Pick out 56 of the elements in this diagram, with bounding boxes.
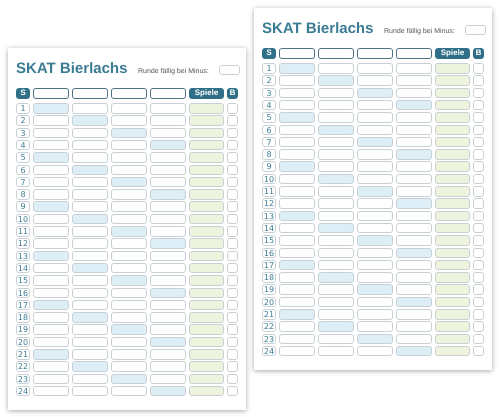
- row-number: 18: [16, 312, 30, 323]
- row-number: 22: [16, 361, 30, 372]
- row-number: 4: [262, 100, 276, 110]
- row-number: 12: [262, 198, 276, 209]
- sheet-title: SKAT Bierlachs: [262, 20, 374, 38]
- row-number: 12: [16, 238, 30, 249]
- row-number: 21: [262, 309, 276, 320]
- column-header: S: [262, 48, 276, 59]
- row-number: 16: [262, 248, 276, 258]
- column-header: B: [227, 88, 238, 99]
- row-number: 7: [262, 136, 276, 148]
- column-header: S: [16, 88, 30, 99]
- row-number: 6: [16, 164, 30, 175]
- row-number: 16: [16, 288, 30, 298]
- row-number: 9: [262, 161, 276, 172]
- row-number: 5: [16, 152, 30, 163]
- row-number: 8: [262, 149, 276, 160]
- row-number: 4: [16, 140, 30, 150]
- row-number: 11: [16, 226, 30, 236]
- row-number: 13: [16, 250, 30, 262]
- column-header: Spiele: [189, 88, 224, 99]
- row-number: 9: [16, 201, 30, 212]
- row-number: 20: [16, 336, 30, 348]
- row-number: 17: [16, 300, 30, 310]
- row-number: 20: [262, 296, 276, 308]
- row-number: 7: [16, 176, 30, 188]
- row-number: 13: [262, 210, 276, 222]
- row-number: 8: [16, 189, 30, 200]
- row-number: 6: [262, 124, 276, 135]
- row-number: 19: [16, 324, 30, 335]
- row-number: 23: [16, 374, 30, 384]
- row-number: 5: [262, 112, 276, 123]
- row-number: 15: [16, 275, 30, 286]
- row-number: 24: [262, 346, 276, 356]
- row-number: 11: [262, 186, 276, 196]
- row-number: 17: [262, 260, 276, 270]
- row-number: 10: [262, 174, 276, 184]
- row-number: 15: [262, 235, 276, 246]
- row-number: 2: [16, 115, 30, 126]
- row-number: 3: [16, 128, 30, 138]
- row-number: 24: [16, 386, 30, 396]
- row-number: 14: [262, 222, 276, 234]
- row-number: 23: [262, 334, 276, 344]
- row-number: 10: [16, 214, 30, 224]
- row-number: 14: [16, 262, 30, 274]
- row-number: 1: [16, 103, 30, 114]
- row-number: 21: [16, 349, 30, 360]
- column-header: B: [473, 48, 484, 59]
- row-number: 2: [262, 75, 276, 86]
- row-number: 3: [262, 88, 276, 98]
- row-number: 22: [262, 321, 276, 332]
- row-number: 1: [262, 63, 276, 74]
- row-number: 18: [262, 272, 276, 283]
- sheet-title: SKAT Bierlachs: [16, 60, 128, 78]
- row-number: 19: [262, 284, 276, 295]
- column-header: Spiele: [435, 48, 470, 59]
